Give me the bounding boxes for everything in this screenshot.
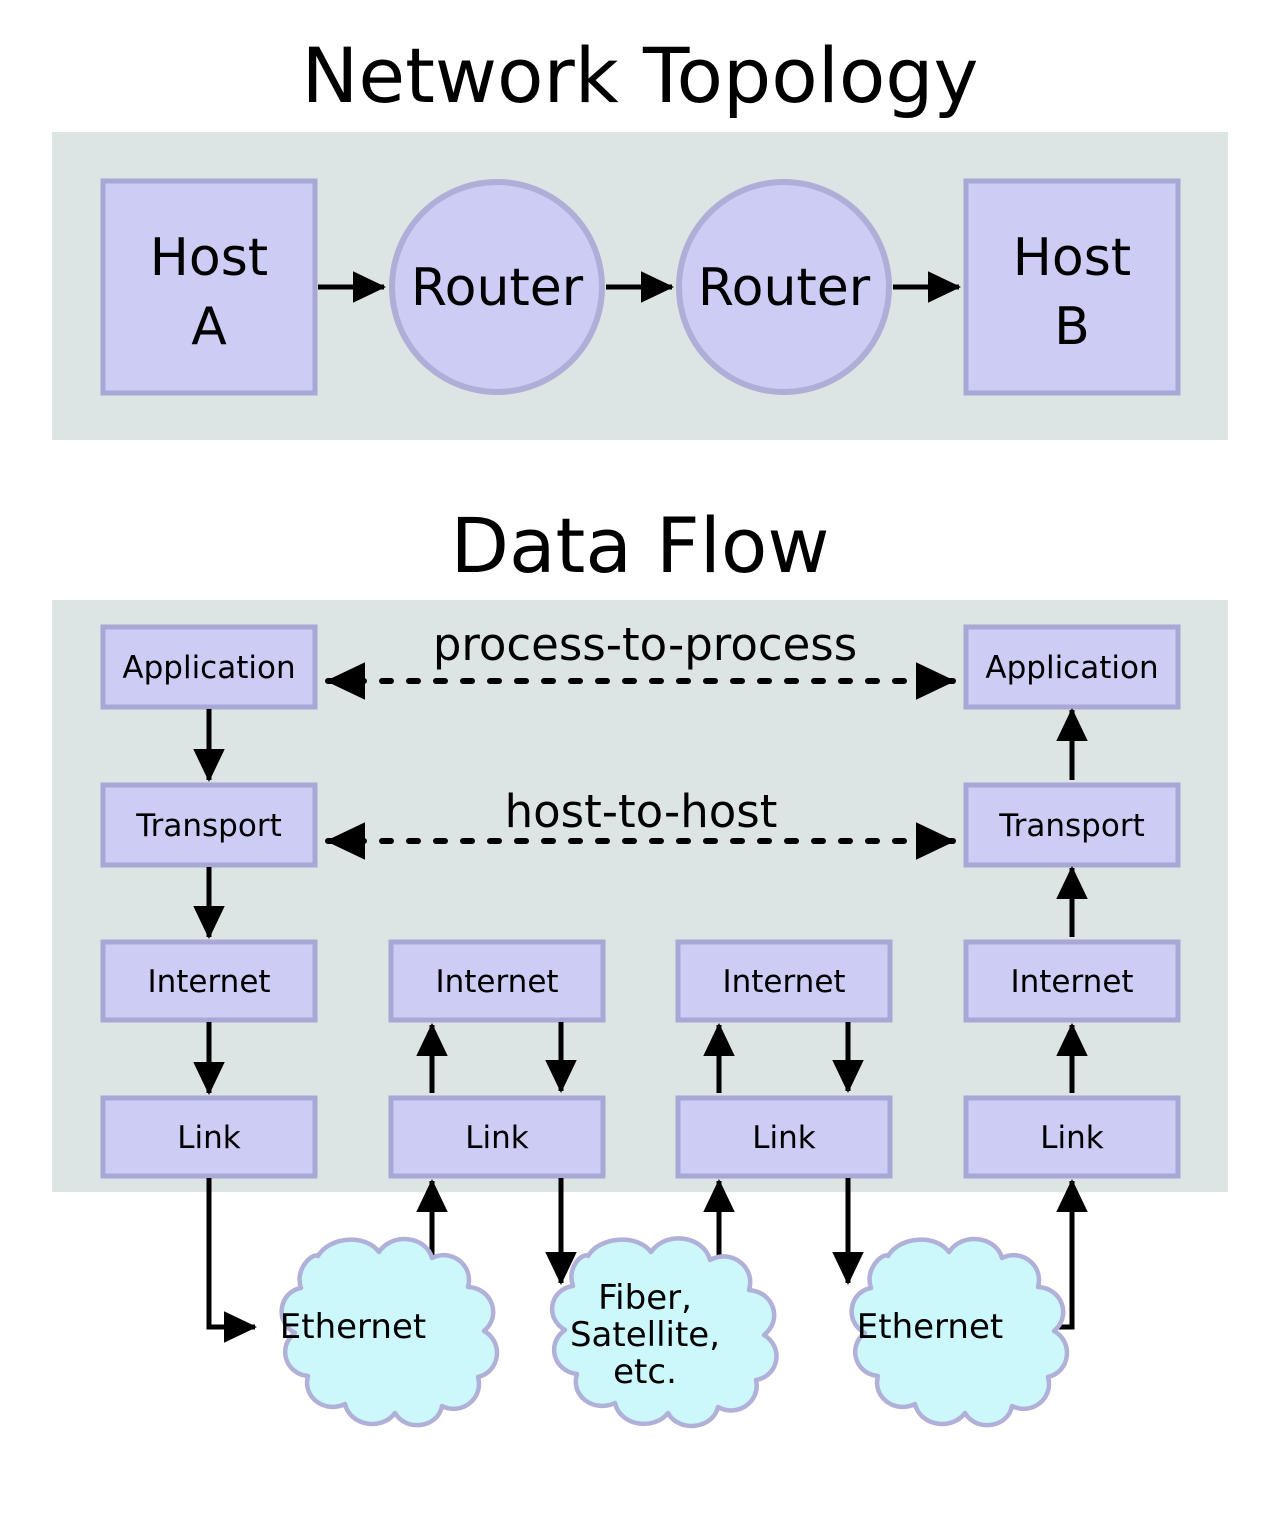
dataflow-col4-internet[interactable]: Internet xyxy=(963,939,1181,1023)
page-title-dataflow: Data Flow xyxy=(450,501,829,590)
col3-link-label: Link xyxy=(752,1120,816,1156)
router-2-label: Router xyxy=(698,258,871,318)
dataflow-col1-link[interactable]: Link xyxy=(100,1095,318,1179)
cloud-ethernet-left-label: Ethernet xyxy=(280,1307,426,1347)
peer-link-process-to-process-label: process-to-process xyxy=(433,618,857,671)
cloud-fiber-satellite-label-line3: etc. xyxy=(613,1352,677,1392)
host-b-label-line2: B xyxy=(1054,297,1090,357)
dataflow-col4-application[interactable]: Application xyxy=(963,624,1181,710)
col1-transport-label: Transport xyxy=(135,808,281,844)
cloud-ethernet-right-label: Ethernet xyxy=(857,1307,1003,1347)
peer-link-host-to-host-label: host-to-host xyxy=(505,785,778,838)
col4-link-box xyxy=(963,1095,1181,1179)
cloud-fiber-satellite-label-line2: Satellite, xyxy=(570,1315,720,1355)
col4-transport-box xyxy=(963,782,1181,868)
col1-link-box xyxy=(100,1095,318,1179)
dataflow-col1-transport[interactable]: Transport xyxy=(100,782,318,868)
dataflow-col4-transport[interactable]: Transport xyxy=(963,782,1181,868)
host-b-box xyxy=(963,178,1181,396)
arrow-col1-link-to-cloud-ethernet-left xyxy=(206,1178,258,1343)
col1-transport-box xyxy=(100,782,318,868)
page-title-topology: Network Topology xyxy=(301,31,978,120)
cloud-fiber-satellite-shape xyxy=(549,1236,779,1429)
host-b-label-line1: Host xyxy=(1013,228,1131,288)
dataflow-col4-link[interactable]: Link xyxy=(963,1095,1181,1179)
cloud-fiber-satellite[interactable]: Fiber, Satellite, etc. xyxy=(549,1236,779,1429)
col3-internet-label: Internet xyxy=(722,964,845,1000)
dataflow-col1-application[interactable]: Application xyxy=(100,624,318,710)
cloud-ethernet-right[interactable]: Ethernet xyxy=(849,1236,1070,1428)
cloud-ethernet-left[interactable]: Ethernet xyxy=(279,1236,500,1428)
col2-link-box xyxy=(388,1095,606,1179)
col1-link-label: Link xyxy=(177,1120,241,1156)
col3-internet-box xyxy=(675,939,893,1023)
col1-application-label: Application xyxy=(122,650,295,686)
cloud-ethernet-right-shape xyxy=(849,1236,1070,1428)
col4-internet-label: Internet xyxy=(1010,964,1133,1000)
topology-node-router-2[interactable]: Router xyxy=(676,179,892,395)
col4-internet-box xyxy=(963,939,1181,1023)
host-a-label-line1: Host xyxy=(150,228,268,288)
router-1-circle xyxy=(389,179,605,395)
col2-link-label: Link xyxy=(465,1120,529,1156)
dataflow-col3-internet[interactable]: Internet xyxy=(675,939,893,1023)
col1-internet-box xyxy=(100,939,318,1023)
col1-application-box xyxy=(100,624,318,710)
dataflow-col1-internet[interactable]: Internet xyxy=(100,939,318,1023)
col4-application-label: Application xyxy=(985,650,1158,686)
col1-internet-label: Internet xyxy=(147,964,270,1000)
cloud-fiber-satellite-label-line1: Fiber, xyxy=(598,1278,692,1318)
dataflow-col2-internet[interactable]: Internet xyxy=(388,939,606,1023)
dataflow-col3-link[interactable]: Link xyxy=(675,1095,893,1179)
topology-node-host-b[interactable]: Host B xyxy=(963,178,1181,396)
col4-transport-label: Transport xyxy=(998,808,1144,844)
host-a-label-line2: A xyxy=(191,297,227,357)
col3-link-box xyxy=(675,1095,893,1179)
col4-application-box xyxy=(963,624,1181,710)
col2-internet-label: Internet xyxy=(435,964,558,1000)
col4-link-label: Link xyxy=(1040,1120,1104,1156)
topology-node-router-1[interactable]: Router xyxy=(389,179,605,395)
cloud-ethernet-left-shape xyxy=(279,1236,500,1428)
router-1-label: Router xyxy=(411,258,584,318)
col2-internet-box xyxy=(388,939,606,1023)
dataflow-col2-link[interactable]: Link xyxy=(388,1095,606,1179)
topology-node-host-a[interactable]: Host A xyxy=(100,178,318,396)
host-a-box xyxy=(100,178,318,396)
router-2-circle xyxy=(676,179,892,395)
